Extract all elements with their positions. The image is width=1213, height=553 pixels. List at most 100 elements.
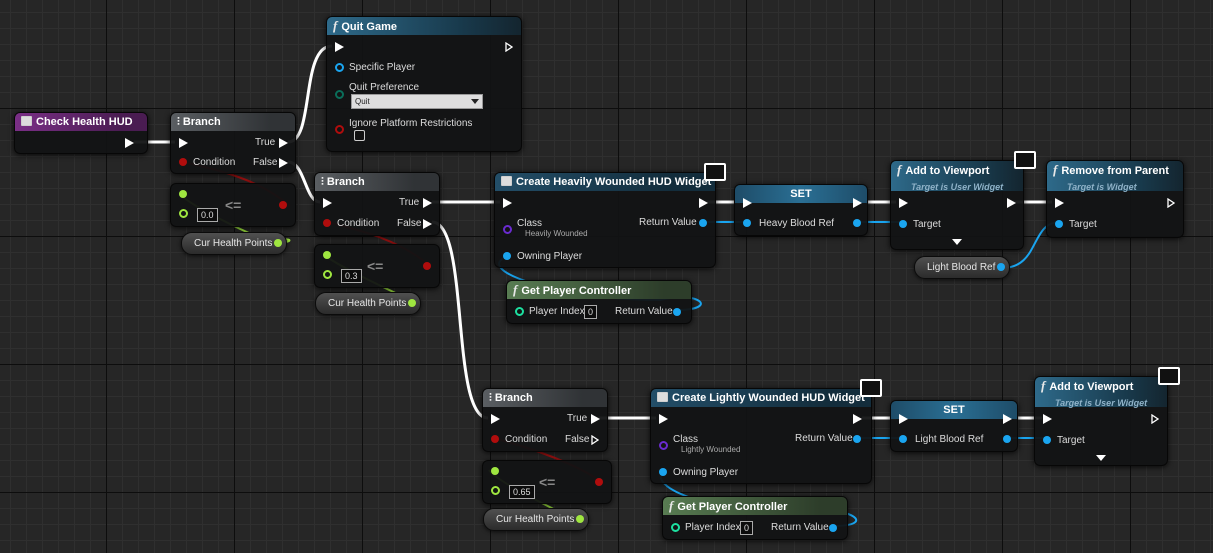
float-pin-b[interactable]	[323, 270, 332, 279]
bool-out-pin[interactable]	[595, 478, 603, 486]
float-pin-b[interactable]	[179, 209, 188, 218]
float-out-pin[interactable]	[576, 515, 585, 523]
exec-out-pin[interactable]	[699, 198, 708, 208]
enum-pin-quit-preference[interactable]	[335, 90, 344, 99]
variable-label: Cur Health Points	[194, 238, 273, 249]
class-pin[interactable]	[659, 441, 668, 450]
return-value-pin[interactable]	[853, 435, 861, 443]
set-heavy-blood-ref-node[interactable]: SET Heavy Blood Ref	[734, 184, 868, 236]
event-node-check-health-hud[interactable]: Check Health HUD	[14, 112, 148, 154]
branch-node-3[interactable]: ⫶ Branch True Condition False	[482, 388, 608, 452]
value-in-pin[interactable]	[743, 219, 751, 227]
true-exec-pin[interactable]	[591, 414, 600, 424]
set-light-blood-ref-node[interactable]: SET Light Blood Ref	[890, 400, 1018, 452]
create-light-widget-node[interactable]: Create Lightly Wounded HUD Widget Class …	[650, 388, 872, 484]
exec-out-pin[interactable]	[1007, 198, 1016, 208]
object-out-pin[interactable]	[997, 263, 1006, 271]
exec-out-pin[interactable]	[1003, 414, 1012, 424]
compare-value-box[interactable]: 0.0	[197, 208, 218, 222]
target-pin[interactable]	[899, 220, 907, 228]
value-out-pin[interactable]	[1003, 435, 1011, 443]
less-equal-node-2[interactable]: 0.3 <=	[314, 244, 440, 288]
exec-in-pin[interactable]	[503, 198, 512, 208]
exec-in-pin[interactable]	[323, 198, 332, 208]
value-in-pin[interactable]	[899, 435, 907, 443]
float-pin-a[interactable]	[179, 190, 187, 198]
exec-in-pin[interactable]	[1055, 198, 1064, 208]
return-value-pin[interactable]	[699, 219, 707, 227]
false-exec-pin[interactable]	[591, 435, 599, 445]
expand-arrow-icon[interactable]	[952, 239, 962, 245]
float-pin-a[interactable]	[491, 467, 499, 475]
player-index-box[interactable]: 0	[740, 521, 754, 535]
exec-out-pin[interactable]	[125, 138, 134, 148]
exec-in-pin[interactable]	[899, 198, 908, 208]
exec-in-pin[interactable]	[179, 138, 188, 148]
expand-arrow-icon[interactable]	[1096, 455, 1106, 461]
quit-preference-dropdown[interactable]: Quit	[351, 94, 483, 109]
exec-in-pin[interactable]	[491, 414, 500, 424]
remove-parent-title: Remove from Parent	[1061, 165, 1169, 177]
return-value-pin[interactable]	[673, 308, 681, 316]
compare-value-box[interactable]: 0.65	[509, 485, 535, 499]
exec-out-pin[interactable]	[1151, 414, 1159, 424]
float-pin-a[interactable]	[323, 251, 331, 259]
branch-node-1[interactable]: ⫶ Branch True Condition False	[170, 112, 296, 174]
cur-health-points-getter-1[interactable]: Cur Health Points	[181, 232, 288, 255]
float-out-pin[interactable]	[274, 239, 283, 247]
object-pin-specific-player[interactable]	[335, 63, 344, 72]
exec-out-pin[interactable]	[1167, 198, 1175, 208]
create-heavy-widget-node[interactable]: Create Heavily Wounded HUD Widget Class …	[494, 172, 716, 268]
exec-in-pin[interactable]	[335, 42, 344, 52]
compare-value-box[interactable]: 0.3	[341, 269, 362, 283]
ignore-platform-checkbox[interactable]	[354, 130, 365, 141]
owning-player-pin[interactable]	[659, 468, 667, 476]
less-equal-node-3[interactable]: 0.65 <=	[482, 460, 612, 504]
bool-out-pin[interactable]	[279, 201, 287, 209]
class-value[interactable]: Lightly Wounded	[681, 445, 741, 454]
condition-pin[interactable]	[179, 158, 187, 166]
exec-in-pin[interactable]	[743, 198, 752, 208]
bool-out-pin[interactable]	[423, 262, 431, 270]
player-index-box[interactable]: 0	[584, 305, 598, 319]
return-value-pin[interactable]	[829, 524, 837, 532]
float-pin-b[interactable]	[491, 486, 500, 495]
true-exec-pin[interactable]	[423, 198, 432, 208]
branch-node-2[interactable]: ⫶ Branch True Condition False	[314, 172, 440, 236]
float-out-pin[interactable]	[408, 299, 417, 307]
exec-out-pin[interactable]	[505, 42, 513, 52]
bool-pin-ignore-platform[interactable]	[335, 125, 344, 134]
less-equal-node-1[interactable]: 0.0 <=	[170, 183, 296, 227]
false-exec-pin[interactable]	[423, 219, 432, 229]
player-index-pin[interactable]	[671, 523, 680, 532]
less-equal-operator: <=	[367, 258, 384, 274]
condition-pin[interactable]	[323, 219, 331, 227]
function-icon: f	[1053, 162, 1058, 177]
exec-in-pin[interactable]	[899, 414, 908, 424]
condition-label: Condition	[505, 434, 548, 445]
value-out-pin[interactable]	[853, 219, 861, 227]
true-exec-pin[interactable]	[279, 138, 288, 148]
exec-out-pin[interactable]	[853, 198, 862, 208]
target-pin[interactable]	[1055, 220, 1063, 228]
cur-health-points-getter-2[interactable]: Cur Health Points	[315, 292, 422, 315]
light-blood-ref-getter[interactable]: Light Blood Ref	[914, 256, 1011, 279]
class-pin[interactable]	[503, 225, 512, 234]
class-value[interactable]: Heavily Wounded	[525, 229, 588, 238]
create-widget-header: Create Lightly Wounded HUD Widget	[651, 389, 871, 407]
player-index-pin[interactable]	[515, 307, 524, 316]
owning-player-pin[interactable]	[503, 252, 511, 260]
target-pin[interactable]	[1043, 436, 1051, 444]
exec-out-pin[interactable]	[853, 414, 862, 424]
cur-health-points-getter-3[interactable]: Cur Health Points	[483, 508, 590, 531]
exec-in-pin[interactable]	[659, 414, 668, 424]
exec-in-pin[interactable]	[1043, 414, 1052, 424]
condition-pin[interactable]	[491, 435, 499, 443]
false-exec-pin[interactable]	[279, 158, 288, 168]
